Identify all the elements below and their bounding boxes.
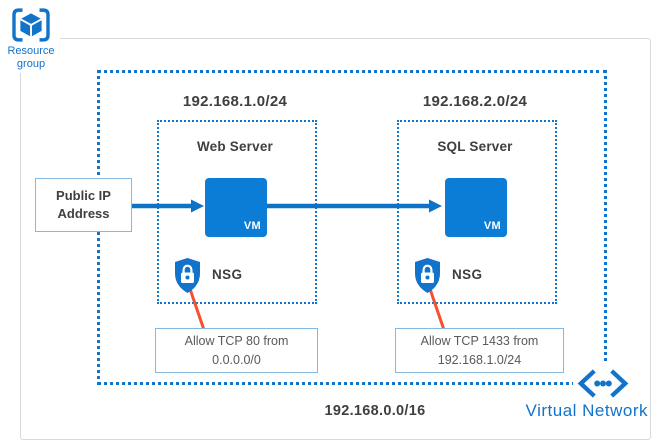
- vm-tag: VM: [243, 220, 261, 232]
- nsg-shield-lock-icon: [414, 257, 441, 299]
- web-server-label: Web Server: [196, 139, 274, 154]
- resource-group-icon: [2, 8, 60, 42]
- subnet-sql-cidr: 192.168.2.0/24: [422, 93, 528, 110]
- nsg-rule-callout-sql: Allow TCP 1433 from 192.168.1.0/24: [395, 328, 564, 373]
- rule-text-line1: Allow TCP 80 from: [184, 334, 289, 349]
- rule-text-line2: 192.168.1.0/24: [437, 352, 522, 367]
- rule-text-line1: Allow TCP 1433 from: [420, 334, 539, 349]
- subnet-web: [157, 120, 317, 304]
- nsg-label: NSG: [212, 267, 243, 282]
- public-ip-box: Public IP Address: [35, 178, 132, 232]
- vm-tag: VM: [483, 220, 501, 232]
- resource-group-badge: Resource group: [2, 8, 60, 74]
- nsg-rule-callout-web: Allow TCP 80 from 0.0.0.0/0: [155, 328, 318, 373]
- virtual-network-icon: [573, 363, 633, 403]
- web-server-vm: VM: [205, 178, 267, 237]
- public-ip-label: Public IP Address: [56, 188, 111, 221]
- subnet-sql: [397, 120, 557, 304]
- virtual-network-title: Virtual Network: [525, 401, 648, 420]
- subnet-web-cidr: 192.168.1.0/24: [182, 93, 288, 110]
- vnet-cidr-label: 192.168.0.0/16: [324, 403, 426, 419]
- nsg-label: NSG: [452, 267, 483, 282]
- resource-group-label: Resource group: [7, 45, 55, 71]
- sql-server-vm: VM: [445, 178, 507, 237]
- nsg-shield-lock-icon: [174, 257, 201, 299]
- rule-text-line2: 0.0.0.0/0: [212, 352, 261, 367]
- sql-server-label: SQL Server: [437, 139, 513, 154]
- resource-group-boundary: [20, 38, 651, 440]
